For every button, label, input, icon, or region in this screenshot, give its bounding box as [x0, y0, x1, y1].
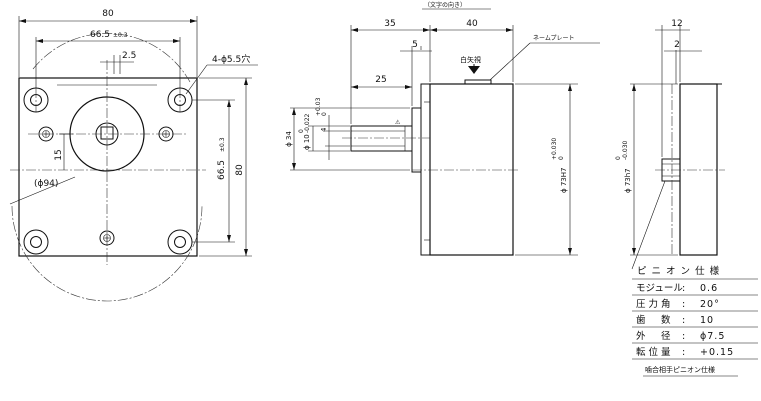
- dim-key-tol-upper: +0.03: [315, 97, 322, 116]
- shaft: [350, 125, 413, 152]
- dim-35: 35: [384, 19, 395, 29]
- right-view: 12 2 ϕ 73h7 0 -0.030: [615, 19, 725, 270]
- dim-body-dia: ϕ 73H7: [560, 168, 568, 193]
- dim-offset: 2.5: [122, 51, 136, 61]
- arrow-label: 白矢視: [460, 55, 481, 64]
- dim-width: 80: [102, 9, 114, 19]
- spec-sep-module: :: [682, 283, 685, 294]
- spec-value-shift: +0.15: [700, 347, 734, 358]
- spec-label-teeth: 歯 数: [636, 314, 671, 326]
- spec-sep-teeth: :: [682, 315, 685, 326]
- spec-sep-shift: :: [682, 347, 685, 358]
- spec-value-outer-dia: ϕ7.5: [700, 331, 725, 342]
- front-outline: [18, 77, 198, 257]
- side-view: （文字の向き） ⚠ 35 40 5: [285, 1, 600, 256]
- dim-5: 5: [412, 40, 418, 50]
- dim-key: 4: [320, 127, 328, 132]
- view-arrow-icon: [468, 66, 480, 74]
- dim-body-dia-tol-lower: 0: [558, 156, 565, 160]
- spec-label-shift: 転 位 量: [636, 346, 671, 358]
- dim-right-body-dia: ϕ 73h7: [624, 168, 632, 193]
- spec-label-pressure-angle: 圧 力 角: [636, 298, 671, 310]
- pinion-spec-footer: 噛合相手ピニオン仕様: [645, 365, 715, 374]
- dim-15: 15: [54, 149, 64, 160]
- nameplate: [464, 79, 492, 85]
- dim-hole-pitch-v-tol: ±0.3: [219, 137, 226, 152]
- dim-key-tol-lower: 0: [321, 112, 328, 116]
- dim-25: 25: [375, 75, 386, 85]
- dim-12: 12: [671, 19, 682, 29]
- spec-value-module: 0.6: [700, 283, 718, 294]
- dim-hole-pitch-v: 66.5: [217, 160, 227, 180]
- dim-hole-pitch: 66.5: [90, 30, 110, 40]
- dim-right-body-dia-tol-upper: 0: [615, 156, 622, 160]
- spec-value-teeth: 10: [700, 315, 714, 326]
- front-view: 80 66.5 ±0.3 2.5 4-ϕ5.5穴 66.5 ±0.3 80: [9, 9, 258, 302]
- spec-label-outer-dia: 外 径: [636, 330, 671, 342]
- mounting-hole-bl: [23, 229, 49, 255]
- dim-2: 2: [674, 40, 680, 50]
- boss: [411, 107, 422, 173]
- dim-right-body-dia-tol-lower: -0.030: [622, 140, 629, 160]
- svg-text:⚠: ⚠: [395, 119, 401, 126]
- dim-shaft-fit-tol-upper: 0: [298, 129, 305, 133]
- dim-hole-pitch-tol: ±0.3: [113, 32, 128, 39]
- dim-body-dia-tol-upper: +0.030: [551, 138, 558, 160]
- mounting-hole-br: [167, 229, 193, 255]
- dim-pcd: (ϕ94): [34, 179, 58, 189]
- orientation-note: （文字の向き）: [424, 1, 466, 9]
- spec-sep-pressure-angle: :: [682, 299, 685, 310]
- flange: [420, 83, 431, 256]
- spec-label-module: モジュール: [636, 283, 683, 294]
- dim-shaft-fit-tol-lower: -0.022: [304, 113, 311, 133]
- nameplate-label: ネームプレート: [533, 35, 574, 42]
- hole-spec: 4-ϕ5.5穴: [212, 53, 250, 65]
- dim-height: 80: [235, 164, 245, 176]
- pinion-spec-title: ピ ニ オ ン 仕 様: [637, 265, 720, 277]
- dim-shaft-dia: ϕ 34: [285, 131, 293, 147]
- dim-shaft-fit: ϕ 10: [303, 134, 311, 150]
- spec-value-pressure-angle: 20°: [700, 299, 720, 310]
- pinion-spec-table: ピ ニ オ ン 仕 様 モジュール : 0.6 圧 力 角 : 20° 歯 数 …: [632, 265, 758, 377]
- dim-40: 40: [466, 19, 478, 29]
- motor-body: [429, 83, 514, 256]
- spec-sep-outer-dia: :: [682, 331, 685, 342]
- right-body: [679, 83, 718, 256]
